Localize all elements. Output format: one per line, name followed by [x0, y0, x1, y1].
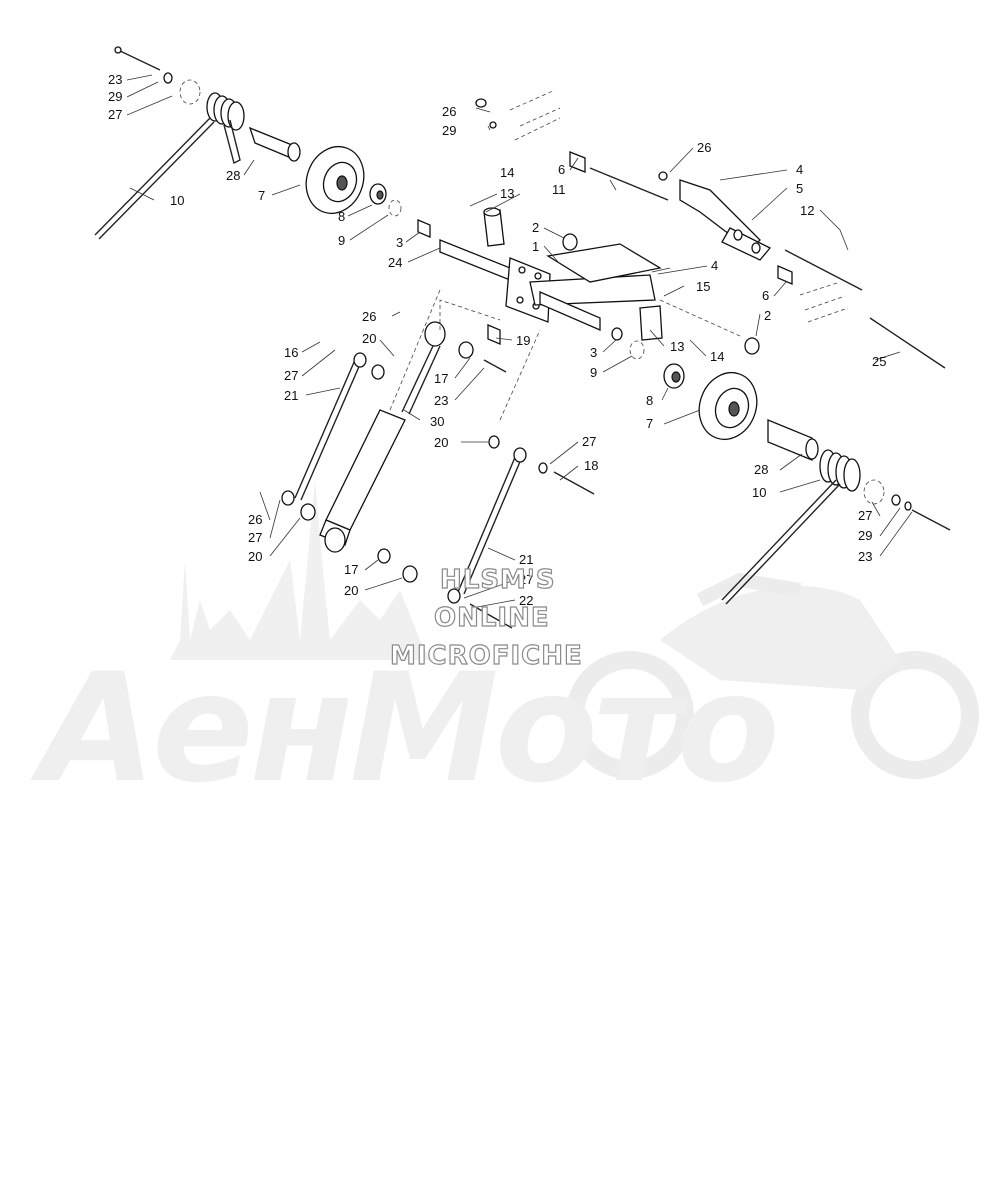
watermark-line-2: ONLINE	[434, 603, 550, 633]
callout-label: 17	[434, 371, 448, 386]
callout-label: 26	[697, 140, 711, 155]
watermark-skyline	[170, 480, 430, 660]
callout-label: 14	[710, 349, 724, 364]
callout-label: 14	[500, 165, 514, 180]
callout-label: 28	[754, 462, 768, 477]
idler-wheel-right	[698, 371, 758, 441]
watermark-brand: АенМото	[30, 642, 776, 816]
callout-label: 8	[338, 209, 345, 224]
watermark-motorcycle	[566, 572, 979, 779]
callout-label: 21	[519, 552, 533, 567]
frame-reference	[475, 89, 849, 323]
callout-label: 27	[248, 530, 262, 545]
callout-label: 10	[752, 485, 766, 500]
callout-label: 20	[362, 331, 376, 346]
callout-label: 30	[430, 414, 444, 429]
callout-label: 26	[442, 104, 456, 119]
callout-label: 20	[434, 435, 448, 450]
callout-label: 6	[558, 162, 565, 177]
callout-label: 2	[532, 220, 539, 235]
callout-label: 15	[696, 279, 710, 294]
callout-label: 4	[711, 258, 718, 273]
callout-label: 17	[344, 562, 358, 577]
callout-label: 21	[284, 388, 298, 403]
watermark-line-3: MICROFICHE	[390, 641, 583, 671]
pivot-arm-assembly	[439, 207, 671, 360]
callout-label: 9	[338, 233, 345, 248]
callout-label: 23	[108, 72, 122, 87]
callout-label: 5	[796, 181, 803, 196]
callout-label: 12	[800, 203, 814, 218]
callout-label: 19	[516, 333, 530, 348]
callout-label: 7	[646, 416, 653, 431]
callout-label: 29	[858, 528, 872, 543]
callout-label: 26	[362, 309, 376, 324]
callout-label: 1	[532, 239, 539, 254]
left-spring-assembly	[94, 46, 431, 240]
watermark-text: HLSM'S ONLINE MICROFICHE	[389, 564, 583, 671]
callout-label: 13	[500, 186, 514, 201]
callout-label: 10	[170, 193, 184, 208]
callout-label: 25	[872, 354, 886, 369]
callout-label: 11	[552, 182, 566, 197]
torsion-spring-right	[721, 449, 861, 605]
callout-label: 27	[582, 434, 596, 449]
idler-wheel-left	[305, 145, 365, 215]
callout-label: 13	[670, 339, 684, 354]
callout-label: 27	[519, 572, 533, 587]
callout-label: 23	[434, 393, 448, 408]
callout-label: 26	[248, 512, 262, 527]
shock-absorber	[319, 321, 446, 553]
callout-label: 29	[108, 89, 122, 104]
callout-label: 27	[108, 107, 122, 122]
link-arms	[281, 289, 595, 629]
callout-label: 16	[284, 345, 298, 360]
callout-label: 4	[796, 162, 803, 177]
callout-label: 6	[762, 288, 769, 303]
callout-label: 18	[584, 458, 598, 473]
watermark-line-1: HLSM'S	[440, 565, 556, 595]
leader-lines	[126, 74, 913, 609]
callout-label: 24	[388, 255, 402, 270]
callout-label: 8	[646, 393, 653, 408]
callout-label: 22	[519, 593, 533, 608]
bracket-assembly	[569, 151, 946, 369]
callout-label: 27	[284, 368, 298, 383]
callout-label: 3	[396, 235, 403, 250]
callout-label: 23	[858, 549, 872, 564]
callout-label: 27	[858, 508, 872, 523]
callout-label: 3	[590, 345, 597, 360]
callout-label: 28	[226, 168, 240, 183]
torsion-spring-left	[94, 92, 245, 240]
callout-label: 9	[590, 365, 597, 380]
callout-labels: 23 29 27 28 7 10 8 9 3 24 26 29 14 13 6 …	[108, 72, 886, 608]
watermark-logo: АенМото	[30, 480, 979, 816]
callout-label: 2	[764, 308, 771, 323]
callout-label: 7	[258, 188, 265, 203]
callout-label: 20	[344, 583, 358, 598]
callout-label: 29	[442, 123, 456, 138]
callout-label: 20	[248, 549, 262, 564]
right-spring-assembly	[663, 363, 951, 605]
